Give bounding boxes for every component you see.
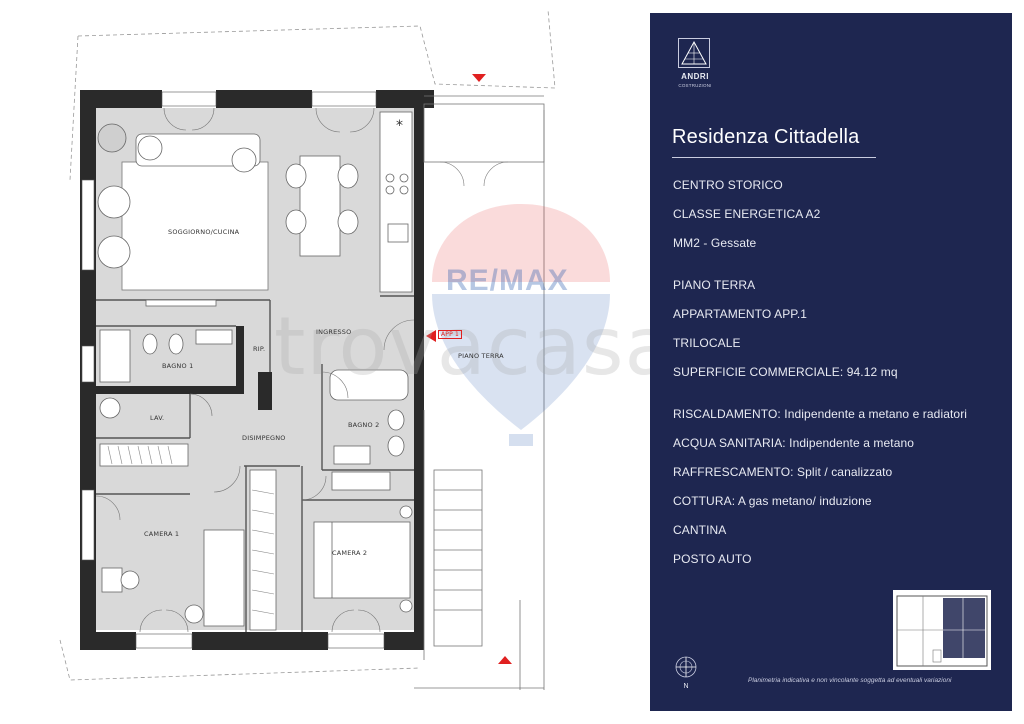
title-divider: [672, 157, 876, 158]
page-title: Residenza Cittadella: [672, 126, 860, 148]
info-rooms: TRILOCALE: [673, 336, 741, 350]
room-label-lav: LAV.: [150, 414, 165, 422]
north-arrow-icon: [675, 656, 697, 678]
info-energy-class: CLASSE ENERGETICA A2: [673, 207, 821, 221]
info-metro: MM2 - Gessate: [673, 236, 757, 250]
compass-north-label: N: [683, 683, 689, 690]
room-label-disimpegno: DISIMPEGNO: [242, 434, 286, 442]
info-hot-water: ACQUA SANITARIA: Indipendente a metano: [673, 436, 915, 450]
building-minimap: [893, 590, 991, 670]
andri-logo: ANDRI COSTRUZIONI: [675, 38, 715, 100]
room-label-bagno1: BAGNO 1: [162, 362, 194, 370]
info-floor: PIANO TERRA: [673, 278, 756, 292]
room-label-camera1: CAMERA 1: [144, 530, 180, 538]
room-label-rip: RIP.: [253, 345, 266, 353]
info-cellar: CANTINA: [673, 523, 727, 537]
info-cooling: RAFFRESCAMENTO: Split / canalizzato: [673, 465, 893, 479]
floor-plan-drawing: *: [59, 9, 556, 690]
logo-brand: ANDRI: [681, 72, 709, 81]
logo-pyramid-icon: [681, 40, 707, 65]
remax-watermark-text: RE/MAX: [446, 264, 569, 297]
apartment-tag: APP 1: [438, 330, 463, 339]
room-label-soggiorno: SOGGIORNO/CUCINA: [168, 228, 240, 236]
floor-label-piano-terra: PIANO TERRA: [458, 352, 504, 360]
disclaimer: Planimetria indicativa e non vincolante …: [748, 677, 952, 684]
floor-plan: *: [59, 9, 674, 690]
minimap-drawing: [896, 595, 988, 667]
logo-mark: [678, 38, 710, 68]
svg-text:*: *: [396, 118, 403, 134]
logo-subtitle: COSTRUZIONI: [678, 83, 712, 88]
info-apartment: APPARTAMENTO APP.1: [673, 307, 808, 321]
info-panel: ANDRI COSTRUZIONI Residenza Cittadella C…: [650, 13, 1012, 711]
info-location: CENTRO STORICO: [673, 178, 783, 192]
trovacasa-watermark-text: trovacasa: [274, 300, 675, 393]
room-label-camera2: CAMERA 2: [332, 549, 368, 557]
room-label-bagno2: BAGNO 2: [348, 421, 380, 429]
info-heating: RISCALDAMENTO: Indipendente a metano e r…: [673, 407, 968, 421]
remax-watermark: [432, 204, 610, 446]
room-label-ingresso: INGRESSO: [316, 328, 352, 336]
info-cooking: COTTURA: A gas metano/ induzione: [673, 494, 872, 508]
info-parking: POSTO AUTO: [673, 552, 752, 566]
compass: N: [674, 655, 698, 697]
info-surface: SUPERFICIE COMMERCIALE: 94.12 mq: [673, 365, 898, 379]
